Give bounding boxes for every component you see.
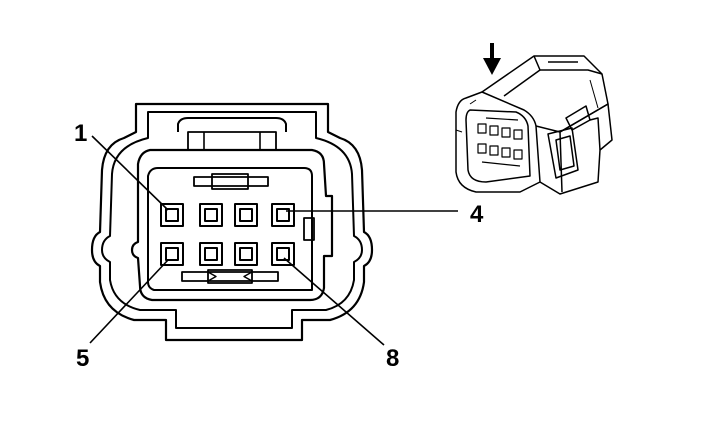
side-key: [303, 217, 315, 241]
pin-cavity: [147, 167, 313, 291]
pin-label-8: 8: [386, 345, 399, 372]
connector-front-view: [90, 102, 374, 342]
down-arrow-icon: [483, 43, 501, 75]
pin-4: [271, 203, 295, 227]
pin-row-top: [160, 203, 295, 227]
pin-8: [271, 242, 295, 266]
housing-middle-outline: [101, 111, 363, 329]
pin-1: [160, 203, 184, 227]
leader-pin-1: [91, 135, 169, 211]
top-key-center: [211, 173, 249, 190]
pin-3: [234, 203, 258, 227]
pin-row-bottom: [160, 242, 295, 266]
pin-7: [234, 242, 258, 266]
pin-label-4: 4: [470, 201, 484, 228]
pin-label-1: 1: [74, 120, 87, 147]
pin-label-5: 5: [76, 345, 89, 372]
latch-outer: [177, 117, 287, 132]
bottom-key-bar: [181, 271, 279, 282]
connector-3d-illustration: [455, 55, 613, 195]
housing-outer-outline: [90, 102, 374, 342]
pin-2: [199, 203, 223, 227]
leader-pin-5: [89, 259, 169, 344]
bottom-key-left-arrow: [207, 271, 217, 282]
latch-inner: [187, 131, 277, 150]
bottom-key-center: [207, 269, 253, 284]
pin-5: [160, 242, 184, 266]
bottom-key-right-arrow: [243, 271, 253, 282]
top-key-bar: [193, 176, 269, 187]
leader-pin-8: [283, 257, 385, 346]
pin-6: [199, 242, 223, 266]
leader-lines: [89, 135, 458, 346]
